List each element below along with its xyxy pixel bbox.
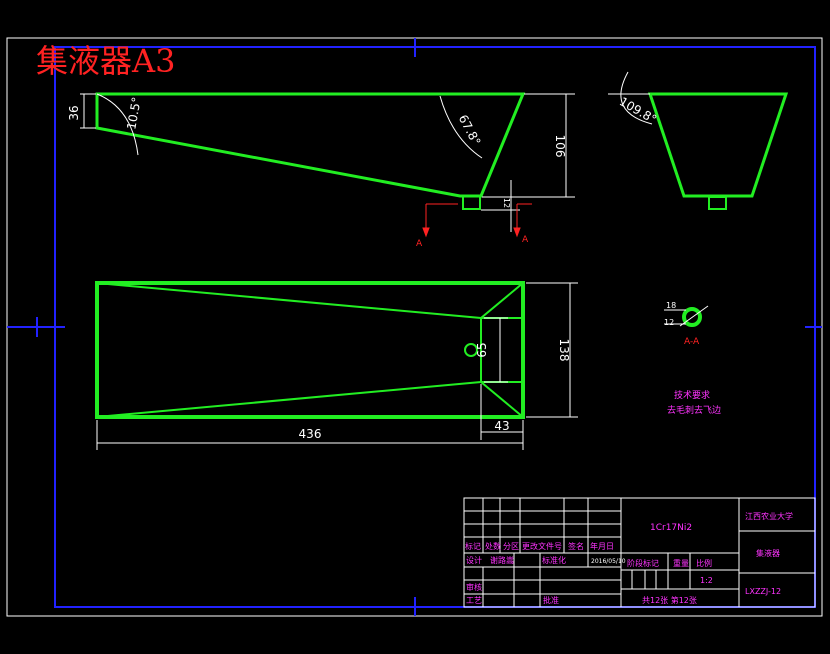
plan-view: 436 43 138 65 [95, 281, 578, 450]
drawing-title: 集液器A3 [36, 42, 175, 80]
side-view: 36 10.5° 67.8° 106 12 A A [67, 92, 575, 249]
centering-marks [7, 38, 822, 616]
dim-angle-right: 67.8° [456, 112, 484, 147]
tb-row-header-1: 处数 [485, 541, 501, 551]
section-aa-label: A-A [684, 337, 700, 347]
dim-width: 138 [557, 339, 571, 362]
tb-drawing-no: LXZZJ-12 [745, 587, 781, 596]
tech-req-line1: 去毛刺去飞边 [667, 404, 721, 416]
title-block: 1Cr17Ni2 江西农业大学 集液器 LXZZJ-12 1:2 共12张 第1… [463, 497, 816, 608]
outlet-hole [464, 343, 478, 357]
dim-height-right: 106 [553, 135, 567, 158]
dim-aa-a: 18 [666, 301, 676, 310]
dim-aa-b: 12 [664, 318, 674, 327]
tb-audit-label: 审核 [466, 582, 482, 592]
dim-length: 436 [299, 427, 322, 441]
tb-row-header-3: 更改文件号 [522, 541, 562, 551]
tb-weight-label: 重量 [673, 558, 689, 568]
tb-process-label: 工艺 [466, 596, 482, 605]
tb-row-header-2: 分区 [503, 542, 519, 551]
section-arrows [422, 203, 532, 238]
end-view-outline [647, 92, 789, 198]
section-mark-right: A [522, 235, 529, 245]
tb-std-label: 标准化 [542, 555, 566, 565]
tb-scale: 1:2 [700, 576, 713, 585]
tb-sheets: 共12张 第12张 [642, 595, 697, 605]
end-view: 109.8° [608, 71, 789, 210]
tb-row-header-0: 标记 [465, 541, 481, 551]
tb-scale-label: 比例 [696, 558, 712, 568]
section-aa: 18 12 A-A [664, 301, 709, 347]
tb-org: 江西农业大学 [745, 511, 793, 521]
tb-row-header-4: 签名 [568, 541, 584, 551]
tb-part-name: 集液器 [756, 548, 780, 558]
side-view-outlet [462, 195, 481, 210]
tb-row-header-5: 年月日 [590, 541, 614, 551]
dim-angle-left: 10.5° [124, 96, 143, 131]
tb-date: 2016/05/10 [591, 558, 626, 565]
inner-frame [54, 46, 816, 608]
tb-approve-label: 批准 [543, 595, 559, 605]
tb-designer-label: 设计 [466, 555, 482, 565]
tb-designer: 谢路嵩 [490, 555, 514, 565]
dim-outlet: 12 [502, 198, 511, 208]
dim-tail: 43 [494, 419, 509, 433]
dim-inner: 65 [475, 342, 489, 357]
tb-stage-label: 阶段标记 [627, 558, 659, 568]
section-aa-ring [682, 307, 702, 327]
tech-req-title: 技术要求 [674, 389, 710, 401]
tb-material: 1Cr17Ni2 [650, 523, 692, 533]
section-mark-left: A [416, 239, 423, 249]
end-view-outlet [708, 196, 727, 210]
dim-height-left: 36 [67, 105, 81, 120]
side-view-outline [95, 92, 526, 198]
